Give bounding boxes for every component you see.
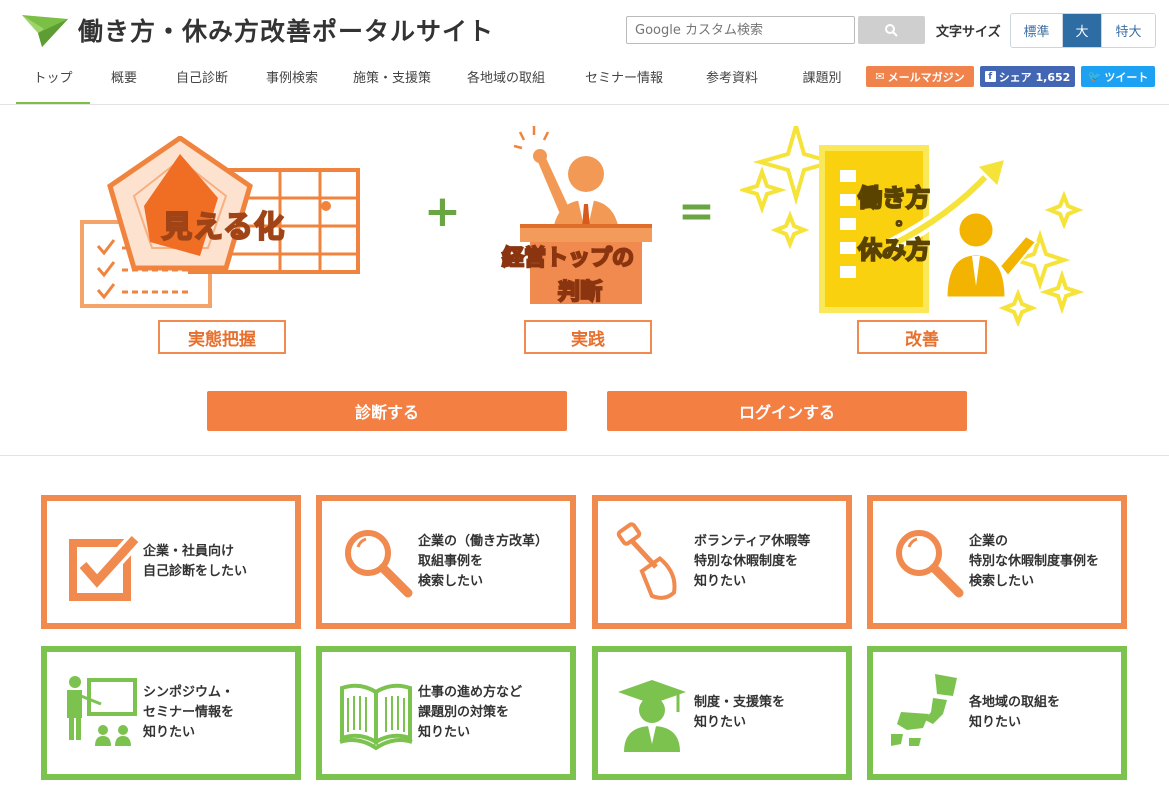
twitter-tweet-label: ツイート	[1104, 70, 1149, 84]
mail-magazine-button[interactable]: ✉ メールマガジン	[866, 66, 974, 87]
mail-magazine-label: メールマガジン	[887, 70, 965, 84]
visualization-graphic-text: 見える化	[161, 209, 286, 246]
twitter-tweet-button[interactable]: 🐦 ツイート	[1081, 66, 1155, 87]
card-label: シンポジウム・ セミナー情報を 知りたい	[143, 685, 235, 740]
card-support-policies[interactable]: 制度・支援策を 知りたい	[592, 646, 852, 780]
font-size-standard-button[interactable]: 標準	[1011, 14, 1063, 47]
nav-item-policies[interactable]: 施策・支援策	[352, 71, 431, 86]
search-input[interactable]	[626, 16, 855, 44]
japan-map-icon	[891, 674, 957, 746]
management-graphic-text-line1: 経営トップの	[501, 245, 635, 272]
improvement-illustration	[740, 126, 1085, 326]
main-nav: トップ 概要 自己診断 事例検索 施策・支援策 各地域の取組 セミナー情報 参考…	[16, 64, 862, 104]
facebook-icon: f	[984, 71, 996, 82]
management-illustration	[513, 126, 652, 304]
card-self-diagnosis[interactable]: 企業・社員向け 自己診断をしたい	[41, 495, 301, 629]
card-regional-initiatives[interactable]: 各地域の取組を 知りたい	[867, 646, 1127, 780]
card-text: 企業の 特別な休暇制度事例を 検索したい	[969, 501, 1129, 623]
card-text: シンポジウム・ セミナー情報を 知りたい	[143, 652, 303, 774]
nav-item-self-diagnosis[interactable]: 自己診断	[175, 71, 228, 86]
card-label: 企業・社員向け 自己診断をしたい	[143, 544, 248, 579]
step-caption-improvement: 改善	[857, 320, 987, 354]
card-volunteer-leave[interactable]: ボランティア休暇等 特別な休暇制度を 知りたい	[592, 495, 852, 629]
improvement-graphic-text-line1: 働き方	[857, 183, 931, 213]
step-caption-practice: 実践	[524, 320, 652, 354]
nav-item-issues[interactable]: 課題別	[802, 71, 842, 86]
card-label: ボランティア休暇等 特別な休暇制度を 知りたい	[694, 534, 811, 589]
card-seminar-info[interactable]: シンポジウム・ セミナー情報を 知りたい	[41, 646, 301, 780]
facebook-share-button[interactable]: f シェア 1,652	[980, 66, 1075, 87]
card-text: ボランティア休暇等 特別な休暇制度を 知りたい	[694, 501, 854, 623]
card-work-reform-cases[interactable]: 企業の（働き方改革） 取組事例を 検索したい	[316, 495, 576, 629]
envelope-icon: ✉	[875, 70, 885, 83]
card-label: 制度・支援策を 知りたい	[694, 695, 786, 730]
card-issue-measures[interactable]: 仕事の進め方など 課題別の対策を 知りたい	[316, 646, 576, 780]
paper-plane-icon	[22, 15, 68, 47]
diagnose-button[interactable]: 診断する	[207, 391, 567, 431]
graduate-icon	[618, 680, 686, 752]
improvement-graphic-text-line3: 休み方	[857, 235, 931, 265]
nav-item-regional[interactable]: 各地域の取組	[466, 71, 545, 86]
facebook-share-label: シェア 1,652	[998, 70, 1071, 84]
card-special-leave-cases[interactable]: 企業の 特別な休暇制度事例を 検索したい	[867, 495, 1127, 629]
nav-item-overview[interactable]: 概要	[110, 71, 137, 86]
card-text: 企業・社員向け 自己診断をしたい	[143, 501, 303, 623]
plus-sign: +	[424, 186, 461, 237]
checkbox-icon	[69, 533, 141, 601]
site-title: 働き方・休み方改善ポータルサイト	[78, 17, 495, 46]
site-header: 働き方・休み方改善ポータルサイト 文字サイズ 標準 大 特大 トップ 概要 自己…	[0, 0, 1169, 105]
font-size-large-button[interactable]: 大	[1063, 14, 1102, 47]
card-label: 仕事の進め方など 課題別の対策を 知りたい	[418, 685, 523, 740]
equals-sign: =	[678, 186, 715, 237]
card-label: 企業の（働き方改革） 取組事例を 検索したい	[418, 534, 549, 589]
card-text: 各地域の取組を 知りたい	[969, 652, 1129, 774]
nav-item-references[interactable]: 参考資料	[705, 71, 758, 86]
font-size-xlarge-button[interactable]: 特大	[1102, 14, 1155, 47]
card-label: 各地域の取組を 知りたい	[969, 695, 1061, 730]
hero-section: 見える化 実態把握 + 経営トップの 判断 実践 =	[0, 106, 1169, 456]
login-button[interactable]: ログインする	[607, 391, 967, 431]
nav-item-case-search[interactable]: 事例検索	[265, 71, 318, 86]
site-logo[interactable]: 働き方・休み方改善ポータルサイト	[22, 12, 494, 48]
nav-item-top[interactable]: トップ	[16, 64, 90, 104]
seminar-icon	[67, 676, 137, 746]
improvement-graphic-text-line2: ・	[888, 211, 910, 237]
card-text: 企業の（働き方改革） 取組事例を 検索したい	[418, 501, 578, 623]
twitter-icon: 🐦	[1087, 70, 1102, 83]
step-caption-actual-status: 実態把握	[158, 320, 286, 354]
magnifier-icon	[345, 530, 413, 598]
card-label: 企業の 特別な休暇制度事例を 検索したい	[969, 534, 1100, 589]
nav-item-seminars[interactable]: セミナー情報	[584, 71, 663, 86]
search-button[interactable]	[858, 16, 925, 44]
management-graphic-text-line2: 判断	[557, 279, 603, 306]
font-size-selector: 標準 大 特大	[1010, 13, 1156, 48]
card-text: 制度・支援策を 知りたい	[694, 652, 854, 774]
search-icon	[885, 23, 898, 37]
card-text: 仕事の進め方など 課題別の対策を 知りたい	[418, 652, 578, 774]
shovel-icon	[616, 522, 677, 600]
magnifier-icon	[896, 530, 964, 598]
book-icon	[339, 683, 413, 751]
visualization-illustration	[80, 136, 360, 308]
font-size-label: 文字サイズ	[936, 25, 1001, 40]
